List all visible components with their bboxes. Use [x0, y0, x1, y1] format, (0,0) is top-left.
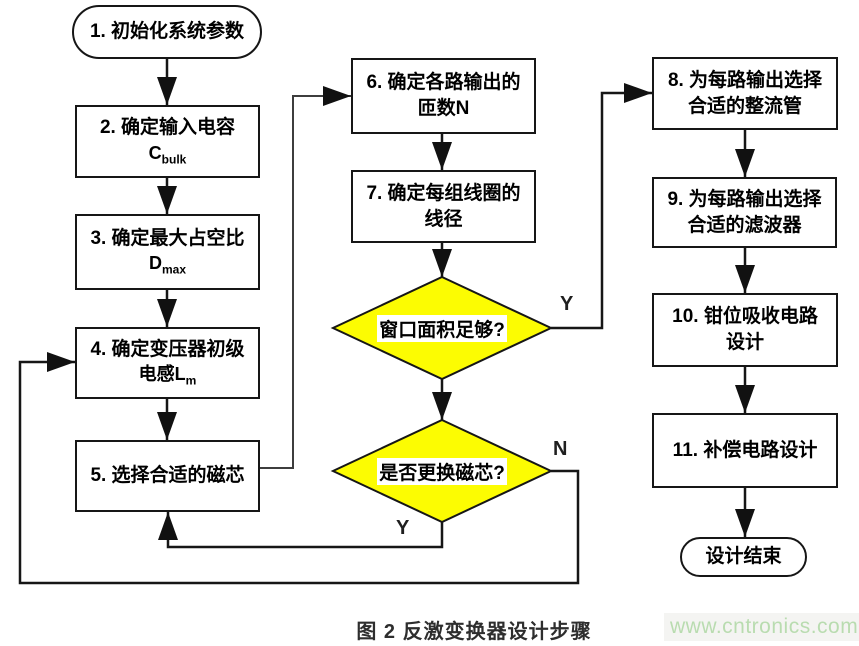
decision-window-area-label: 窗口面积足够? [377, 314, 507, 342]
decision2-yes-label: Y [396, 517, 410, 539]
node-step9-line2: 合适的滤波器 [687, 214, 802, 236]
node-step10-line1: 10. 钳位吸收电路 [672, 306, 818, 328]
node-step7: 7. 确定每组线圈的 线径 [351, 170, 536, 243]
decision-window-area-label-wrap: 窗口面积足够? [333, 277, 551, 379]
node-start: 1. 初始化系统参数 [72, 5, 262, 59]
node-step11-label: 11. 补偿电路设计 [672, 439, 818, 461]
node-step9: 9. 为每路输出选择 合适的滤波器 [652, 177, 837, 248]
node-step4: 4. 确定变压器初级 电感Lm [75, 327, 260, 399]
edge-decision2-yes-to-step5 [158, 512, 444, 549]
node-step8: 8. 为每路输出选择 合适的整流管 [652, 57, 838, 130]
node-step6-line2: 匝数N [417, 98, 470, 119]
node-step4-formula: 电感Lm [138, 364, 197, 389]
node-step3: 3. 确定最大占空比 Dmax [75, 214, 260, 290]
node-step11: 11. 补偿电路设计 [652, 413, 838, 488]
figure-caption: 图 2 反激变换器设计步骤 [356, 621, 592, 643]
node-step8-line2: 合适的整流管 [687, 95, 802, 117]
decision-change-core-label: 是否更换磁芯? [377, 457, 507, 485]
node-step4-line1: 4. 确定变压器初级 [90, 338, 245, 360]
node-step10: 10. 钳位吸收电路 设计 [652, 293, 838, 367]
node-step2: 2. 确定输入电容 Cbulk [75, 105, 260, 178]
node-start-label: 1. 初始化系统参数 [89, 21, 245, 43]
node-step6: 6. 确定各路输出的 匝数N [351, 58, 536, 134]
watermark: www.cntronics.com [664, 613, 859, 641]
node-step10-line2: 设计 [725, 332, 764, 353]
node-step5: 5. 选择合适的磁芯 [75, 440, 260, 512]
decision1-yes-label: Y [560, 293, 574, 315]
decision-change-core-label-wrap: 是否更换磁芯? [333, 420, 551, 522]
node-step6-line1: 6. 确定各路输出的 [366, 72, 521, 94]
decision2-no-label: N [553, 438, 568, 460]
node-end-label: 设计结束 [705, 546, 782, 568]
node-step3-formula: Dmax [148, 253, 187, 278]
node-step2-line1: 2. 确定输入电容 [99, 117, 236, 139]
edge-step5-to-step6 [260, 86, 351, 469]
node-end: 设计结束 [680, 537, 807, 577]
node-step9-line1: 9. 为每路输出选择 [667, 188, 822, 210]
node-step7-line2: 线径 [424, 208, 463, 230]
edge-decision2-no-to-step4 [18, 352, 580, 585]
node-step8-line1: 8. 为每路输出选择 [667, 69, 823, 91]
node-step3-line1: 3. 确定最大占空比 [90, 227, 245, 249]
node-step5-label: 5. 选择合适的磁芯 [90, 465, 245, 487]
node-step7-line1: 7. 确定每组线圈的 [366, 182, 521, 204]
edge-decision1-yes-to-step8 [551, 83, 652, 330]
node-step2-formula: Cbulk [148, 142, 187, 167]
